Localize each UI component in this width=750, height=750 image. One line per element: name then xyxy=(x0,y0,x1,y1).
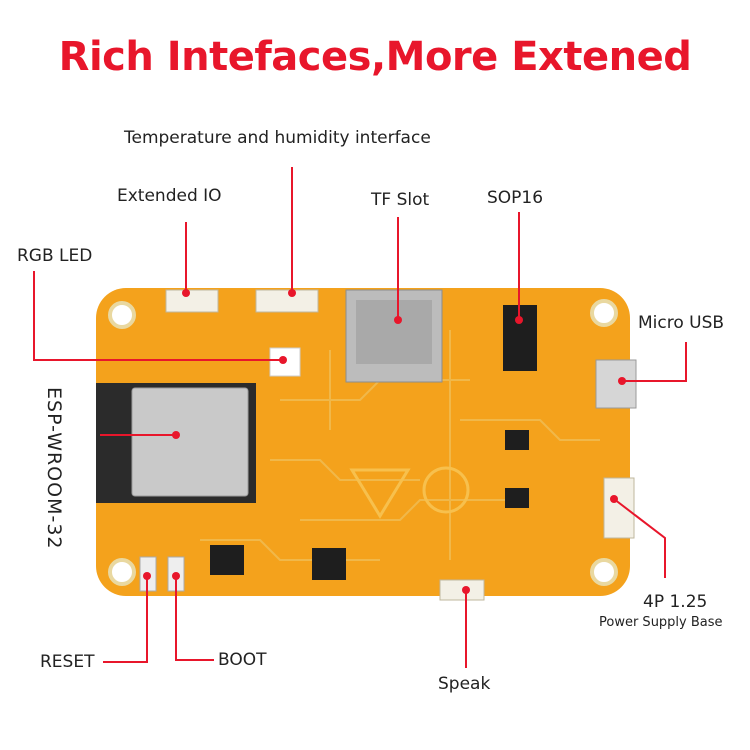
label-esp-module: ESP-WROOM-32 xyxy=(43,387,65,550)
micro-usb-port xyxy=(595,359,637,409)
esp-shield xyxy=(131,387,249,497)
label-rgb-led: RGB LED xyxy=(17,246,93,266)
label-power-supply-base: Power Supply Base xyxy=(599,615,723,630)
mounting-holes xyxy=(108,299,618,586)
leader-dots xyxy=(143,289,626,594)
label-sop16: SOP16 xyxy=(487,188,544,208)
power-connector xyxy=(603,477,635,539)
label-tf-slot: TF Slot xyxy=(371,190,430,210)
temp-humidity-connector xyxy=(255,289,319,313)
leader-lines xyxy=(33,167,687,668)
label-reset: RESET xyxy=(40,652,95,672)
label-micro-usb: Micro USB xyxy=(638,313,725,333)
pcb-board xyxy=(96,288,630,596)
label-temp-humidity: Temperature and humidity interface xyxy=(124,128,431,148)
label-speak: Speak xyxy=(438,674,491,694)
label-boot: BOOT xyxy=(218,650,267,670)
label-extended-io: Extended IO xyxy=(117,186,222,206)
page-title: Rich Intefaces,More Extened xyxy=(58,34,692,80)
extended-io-connector xyxy=(165,289,219,313)
label-4p-125: 4P 1.25 xyxy=(643,592,708,612)
